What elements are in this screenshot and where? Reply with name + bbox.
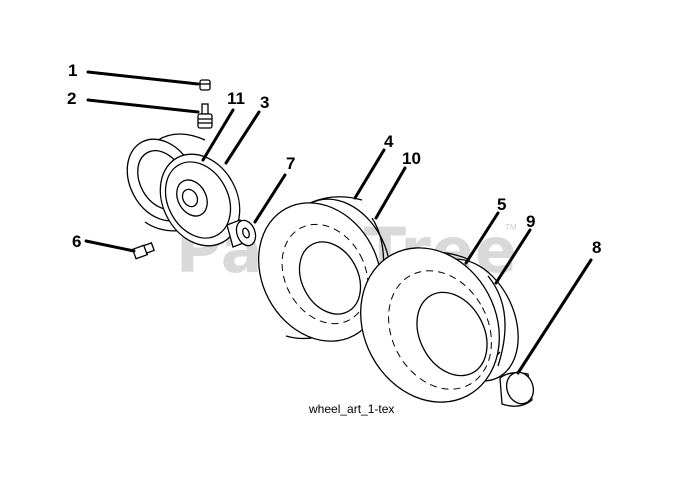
leader-1 xyxy=(86,70,200,86)
leader-8 xyxy=(516,258,593,375)
callout-2: 2 xyxy=(67,89,76,108)
callout-11: 11 xyxy=(227,89,245,108)
part-6-grease-fitting[interactable] xyxy=(131,242,155,260)
callout-9: 9 xyxy=(526,212,535,231)
callout-7: 7 xyxy=(286,154,295,173)
leader-9 xyxy=(494,228,532,285)
leader-10 xyxy=(374,166,407,220)
watermark-trademark: TM xyxy=(505,223,517,232)
callout-8: 8 xyxy=(592,238,601,257)
leader-4 xyxy=(353,148,386,200)
part-5-rear-tire[interactable] xyxy=(334,223,537,426)
part-1-valve-cap[interactable] xyxy=(199,79,211,91)
part-3-rim[interactable] xyxy=(114,127,256,260)
leader-2 xyxy=(86,98,200,114)
leader-3 xyxy=(224,110,261,165)
callout-1: 1 xyxy=(68,61,77,80)
leader-7 xyxy=(253,173,287,224)
callout-6: 6 xyxy=(72,232,81,251)
diagram-caption: wheel_art_1-tex xyxy=(308,402,394,416)
part-2-valve-stem[interactable] xyxy=(197,103,213,129)
leader-11 xyxy=(201,108,235,162)
part-8-hub-cap[interactable] xyxy=(499,369,538,408)
callout-5: 5 xyxy=(497,195,506,214)
leader-6 xyxy=(84,239,136,253)
callout-3: 3 xyxy=(260,93,269,112)
leader-5 xyxy=(464,211,500,265)
callout-10: 10 xyxy=(402,149,421,168)
part-7-bushing[interactable] xyxy=(226,218,259,249)
callout-4: 4 xyxy=(384,132,394,151)
